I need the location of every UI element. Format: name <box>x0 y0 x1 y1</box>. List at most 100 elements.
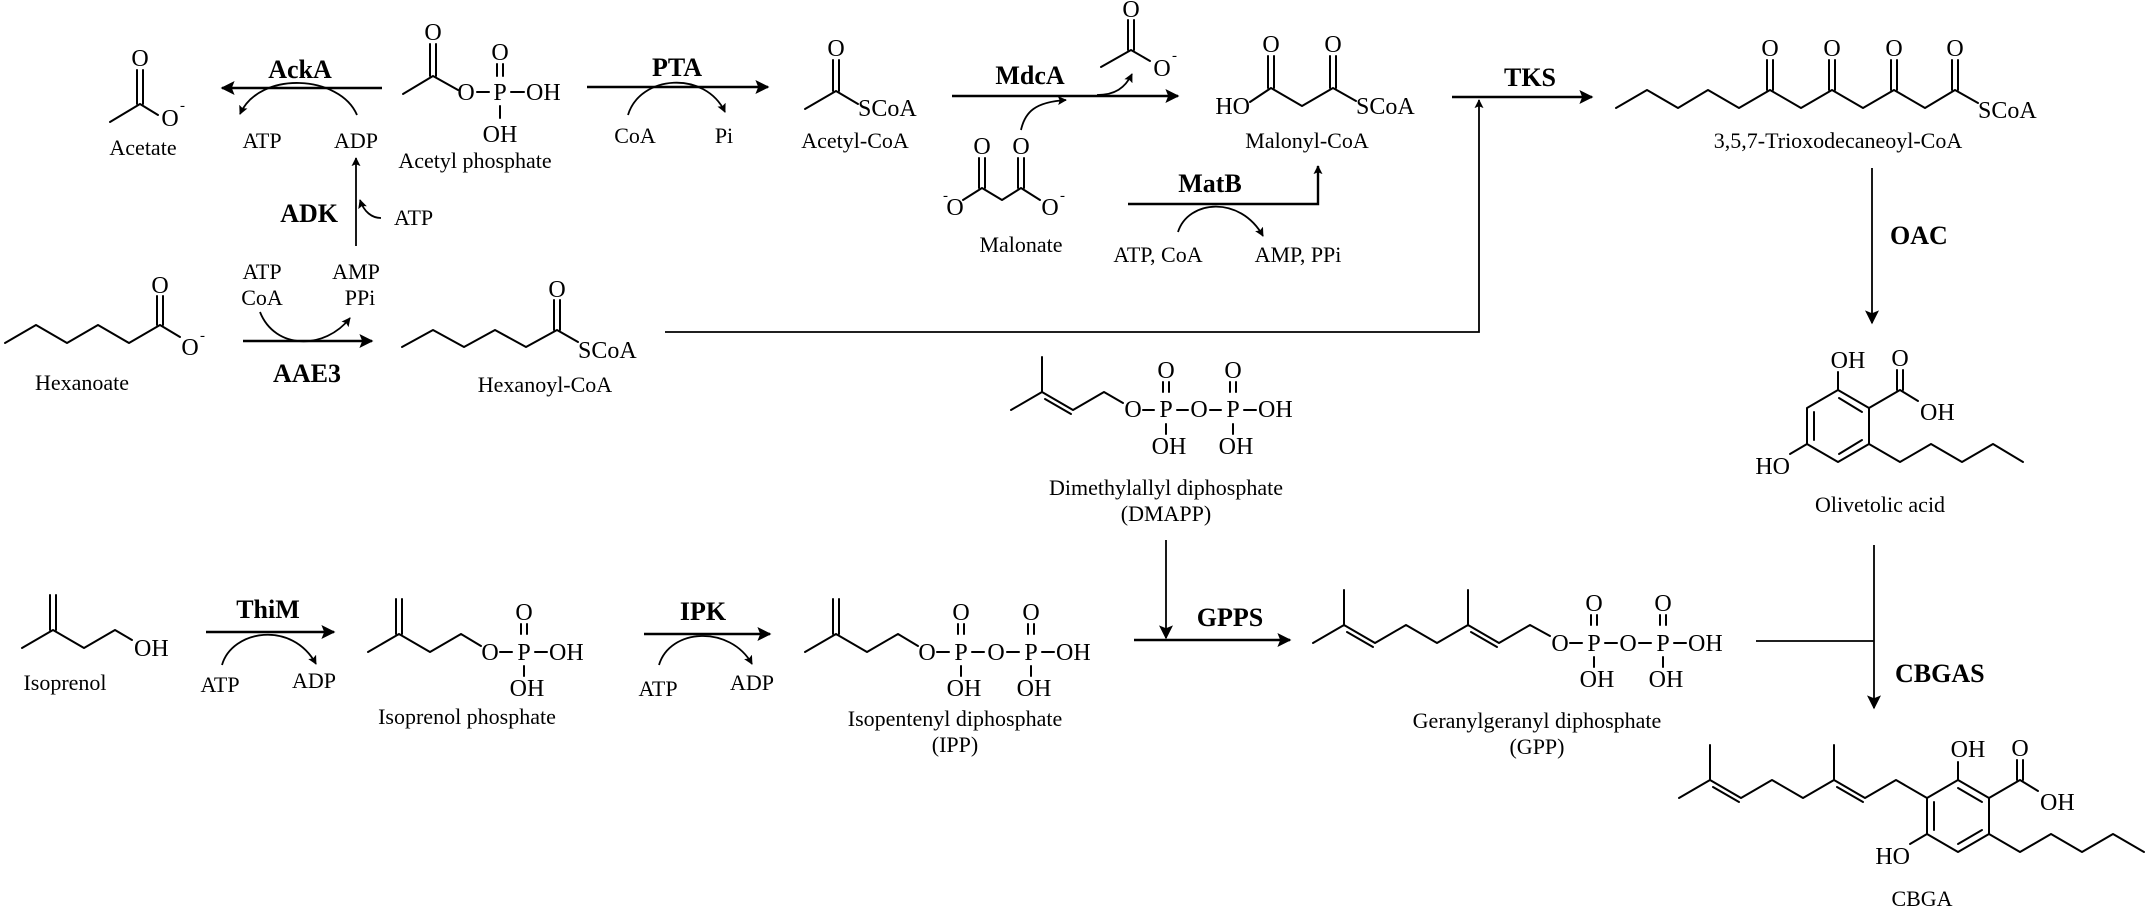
reaction-pta: PTA CoA Pi <box>587 53 770 148</box>
atom-o: O <box>827 36 844 62</box>
atom-o: O <box>1761 36 1778 62</box>
atom-o: O <box>424 20 441 46</box>
atom-p: P <box>493 80 506 106</box>
cofactor-curve-matb <box>1177 205 1264 237</box>
atom-o: O <box>1224 358 1241 384</box>
enzyme-ipk: IPK <box>680 597 727 626</box>
label-gpp-abbr: (GPP) <box>1509 734 1564 759</box>
atom-o: O <box>1262 32 1279 58</box>
enzyme-thim: ThiM <box>236 595 300 624</box>
atom-oh: OH <box>1017 676 1052 702</box>
atom-o: O <box>515 600 532 626</box>
enzyme-gpps: GPPS <box>1197 603 1263 632</box>
atom-o-minus: O <box>946 195 963 221</box>
atom-o: O <box>1157 358 1174 384</box>
label-malonyl-coa: Malonyl-CoA <box>1245 128 1369 153</box>
label-acetate: Acetate <box>109 135 176 160</box>
charge-minus: - <box>200 328 205 344</box>
charge-minus: - <box>1060 188 1065 204</box>
label-hexanoate: Hexanoate <box>35 370 129 395</box>
atom-o: O <box>1885 36 1902 62</box>
atom-oh: OH <box>1219 434 1254 460</box>
atom-ho: HO <box>1215 94 1250 120</box>
label-olivetolic-acid: Olivetolic acid <box>1815 492 1945 517</box>
compound-isoprenol: OH Isoprenol <box>21 594 169 695</box>
enzyme-cbgas: CBGAS <box>1895 659 1985 688</box>
label-acetyl-phosphate: Acetyl phosphate <box>398 148 551 173</box>
atom-o: O <box>1124 397 1141 423</box>
cofactor-curve-acka <box>239 82 358 116</box>
cofactor-atp: ATP <box>200 672 239 697</box>
enzyme-acka: AckA <box>268 55 332 84</box>
cofactor-atp: ATP <box>638 676 677 701</box>
label-malonate: Malonate <box>979 232 1062 257</box>
compound-hexanoyl-coa: O SCoA Hexanoyl-CoA <box>401 277 637 397</box>
cofactor-amp-ppi: AMP, PPi <box>1255 242 1342 267</box>
label-ipp-abbr: (IPP) <box>932 732 978 757</box>
compound-malonate: O O - O O - Malonate <box>943 134 1065 257</box>
cofactor-curve-acetate-out <box>1096 73 1133 96</box>
atom-o: O <box>1585 591 1602 617</box>
label-trioxodecanoyl-coa: 3,5,7-Trioxodecaneoyl-CoA <box>1714 128 1963 153</box>
reaction-adk: ADK ATP <box>280 157 433 246</box>
compound-trioxodecanoyl-coa: O O O O SCoA 3,5,7-Trioxodecaneoyl-CoA <box>1615 36 2037 153</box>
enzyme-pta: PTA <box>652 53 702 82</box>
atom-o: O <box>1946 36 1963 62</box>
compound-acetate-released: O O - <box>1100 0 1177 82</box>
atom-p: P <box>1159 397 1172 423</box>
cofactor-curve-ipk <box>658 635 753 666</box>
cofactor-adp: ADP <box>730 670 774 695</box>
label-dmapp-abbr: (DMAPP) <box>1121 501 1211 526</box>
atom-o: O <box>2011 736 2028 762</box>
enzyme-aae3: AAE3 <box>273 359 341 388</box>
atom-oh: OH <box>549 640 584 666</box>
cofactor-curve-aae3 <box>259 311 351 343</box>
compound-olivetolic-acid: OH O OH HO Olivetolic acid <box>1755 346 2024 517</box>
reaction-thim: ThiM ATP ADP <box>200 595 336 697</box>
atom-o: O <box>1823 36 1840 62</box>
cofactor-adp: ADP <box>292 668 336 693</box>
reaction-ipk: IPK ATP ADP <box>638 597 774 701</box>
atom-o: O <box>987 640 1004 666</box>
atom-o: O <box>131 46 148 72</box>
atom-o: O <box>1654 591 1671 617</box>
cofactor-curve-adk <box>358 199 382 219</box>
charge-minus: - <box>943 188 948 204</box>
atom-o: O <box>491 40 508 66</box>
compound-dmapp: O P O O P O OH OH OH Dimethylallyl dipho… <box>1010 356 1293 526</box>
atom-ho: HO <box>1755 454 1790 480</box>
label-isoprenol: Isoprenol <box>23 670 106 695</box>
atom-o: O <box>548 277 565 303</box>
cofactor-curve-pta <box>627 81 726 116</box>
atom-ho: HO <box>1875 844 1910 870</box>
atom-oh: OH <box>510 676 545 702</box>
atom-scoa: SCoA <box>1356 94 1415 120</box>
atom-o-minus: O <box>1153 56 1170 82</box>
atom-oh: OH <box>1688 631 1723 657</box>
cofactor-atp: ATP <box>242 259 281 284</box>
atom-p: P <box>1656 631 1669 657</box>
cofactor-pi: Pi <box>715 123 733 148</box>
atom-o-minus: O <box>181 335 198 361</box>
atom-p: P <box>517 640 530 666</box>
compound-ipp: O P O O P O OH OH OH Isopentenyl diphosp… <box>804 598 1091 757</box>
label-hexanoyl-coa: Hexanoyl-CoA <box>478 372 613 397</box>
reaction-oac: OAC <box>1865 168 1948 325</box>
atom-o: O <box>1190 397 1207 423</box>
label-gpp: Geranylgeranyl diphosphate <box>1413 708 1662 733</box>
cofactor-adp: ADP <box>334 128 378 153</box>
compound-hexanoate: O O - Hexanoate <box>4 273 205 395</box>
atom-oh: OH <box>1152 434 1187 460</box>
atom-p: P <box>1226 397 1239 423</box>
cofactor-curve-thim <box>221 633 317 666</box>
charge-minus: - <box>1172 48 1177 64</box>
atom-oh: OH <box>947 676 982 702</box>
atom-oh: OH <box>2040 790 2075 816</box>
atom-o: O <box>481 640 498 666</box>
atom-o: O <box>457 80 474 106</box>
atom-o: O <box>1324 32 1341 58</box>
atom-oh: OH <box>1951 737 1986 763</box>
enzyme-tks: TKS <box>1504 63 1556 92</box>
reaction-matb: MatB ATP, CoA AMP, PPi <box>1113 165 1342 267</box>
